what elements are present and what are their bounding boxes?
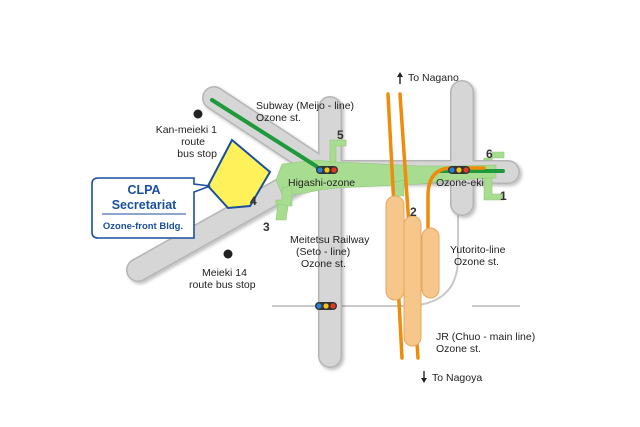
yutorito-label-2: Ozone st. (454, 256, 499, 268)
meitetsu-label-2: (Seto - line) (296, 246, 350, 258)
yutorito-label-1: Yutorito-line (450, 244, 506, 256)
platform-meitetsu (385, 195, 405, 301)
subway-label-2: Ozone st. (256, 112, 301, 124)
kanmeieki-label-1: Kan-meieki 1 (156, 124, 217, 136)
exit-number-4: 4 (250, 194, 257, 208)
clpa-callout: CLPA Secretariat Ozone-front Bldg. (91, 177, 211, 239)
down-arrow-icon (421, 371, 427, 383)
jr-label-2: Ozone st. (436, 343, 481, 355)
to-nagano-label: To Nagano (408, 72, 459, 84)
platform-jr (403, 215, 422, 347)
meieki14-label-2: route bus stop (189, 279, 256, 291)
to-nagoya-label: To Nagoya (432, 372, 482, 384)
bus-stop-icon (193, 109, 203, 119)
traffic-signal-icon (316, 166, 338, 174)
passage-exit-5 (329, 139, 347, 163)
ozone-eki-label: Ozone-eki (436, 177, 484, 189)
kanmeieki-label-2: route (181, 136, 205, 148)
exit-number-2: 2 (410, 205, 417, 219)
meitetsu-label-3: Ozone st. (301, 258, 346, 270)
exit-number-5: 5 (337, 128, 344, 142)
exit-number-1: 1 (500, 189, 507, 203)
passage-exit-3 (275, 203, 289, 221)
exit-number-6: 6 (486, 147, 493, 161)
subway-label-1: Subway (Meijo - line) (256, 100, 354, 112)
callout-box (91, 177, 211, 239)
passage-exit-4 (275, 185, 293, 207)
passage-exit-2 (393, 179, 405, 197)
up-arrow-icon (397, 72, 403, 84)
ozone-front-building (206, 138, 272, 210)
platform-yutorito (421, 227, 440, 299)
meitetsu-label-1: Meitetsu Railway (290, 234, 370, 246)
traffic-signal-icon (448, 166, 470, 174)
kanmeieki-label-3: bus stop (177, 148, 217, 160)
platforms (385, 195, 440, 347)
jr-label-1: JR (Chuo - main line) (436, 331, 535, 343)
meieki14-label-1: Meieki 14 (202, 267, 247, 279)
callout-subtitle: Ozone-front Bldg. (103, 221, 183, 232)
exit-number-3: 3 (263, 220, 270, 234)
passage-exit-6 (483, 151, 505, 161)
passage-exit-1 (483, 177, 505, 201)
callout-title-2: Secretariat (112, 198, 177, 212)
bus-stop-icon (223, 249, 233, 259)
callout-title-1: CLPA (127, 183, 160, 197)
higashi-ozone-label: Higashi-ozone (288, 177, 355, 189)
traffic-signal-icon (315, 302, 337, 310)
